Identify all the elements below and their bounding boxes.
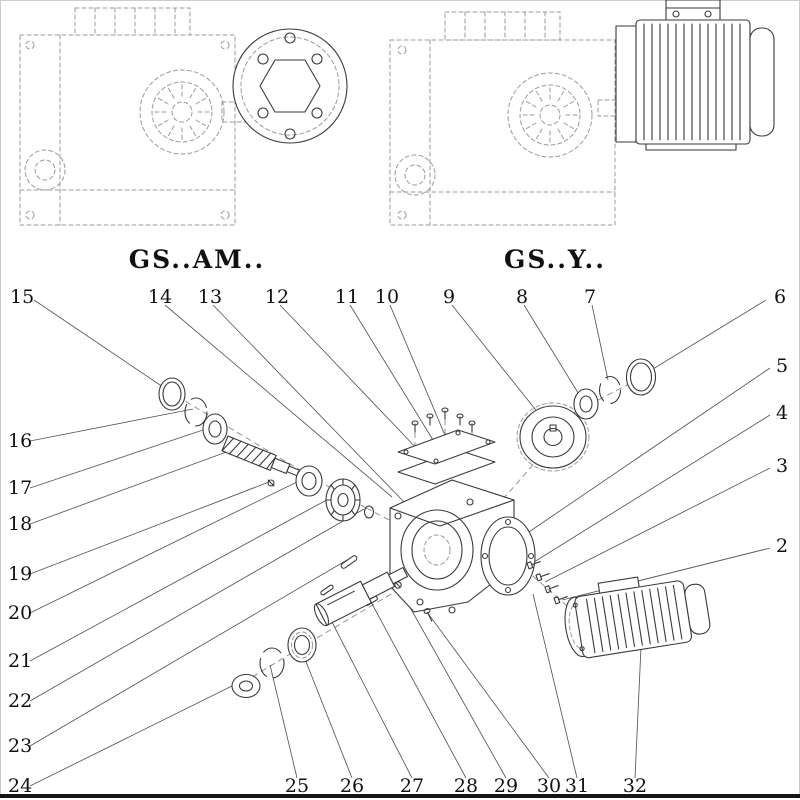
circlip-25 [259,647,285,679]
ring-6 [625,358,657,396]
callout-30: 30 [537,775,561,797]
bearing-26 [287,627,317,663]
output-shaft-27 [313,567,409,627]
motor-32 [564,576,711,659]
callout-29: 29 [494,775,518,797]
callout-6: 6 [774,286,786,308]
callout-26: 26 [340,775,364,797]
worm-shaft-18 [221,435,304,478]
pin-19 [267,479,275,487]
circlip-7 [598,375,622,405]
callout-27: 27 [400,775,424,797]
spacer-ring-22 [363,505,375,519]
bearing-20 [295,465,323,497]
callout-19: 19 [8,563,32,585]
callout-22: 22 [8,690,32,712]
callout-23: 23 [8,735,32,757]
callout-32: 32 [623,775,647,797]
cover-plate-12 [397,429,496,465]
washer-24 [231,673,261,699]
callout-28: 28 [454,775,478,797]
cover-screws-11 [411,407,476,433]
callout-7: 7 [584,286,596,308]
callout-20: 20 [8,602,32,624]
worm-wheel-21 [325,478,361,522]
key-23 [340,555,358,569]
callout-15: 15 [10,286,34,308]
washer-8 [573,388,599,420]
helical-gear-9 [516,402,590,472]
pin-small [320,584,334,596]
callout-18: 18 [8,513,32,535]
gsam-gear-ghost [139,69,225,155]
callout-14: 14 [148,286,172,308]
figure-gsy-label: GS..Y.. [504,245,606,274]
callout-3: 3 [776,455,788,477]
callout-17: 17 [8,477,32,499]
callout-5: 5 [776,355,788,377]
seal-flange-5 [480,516,536,596]
callout-2: 2 [776,535,788,557]
gsam-output-flange [232,28,348,144]
callout-25: 25 [285,775,309,797]
callout-16: 16 [8,430,32,452]
callout-4: 4 [776,402,788,424]
motor-bolts [526,561,568,605]
callout-24: 24 [8,775,32,797]
callout-11: 11 [335,286,359,308]
callout-31: 31 [565,775,589,797]
callout-12: 12 [265,286,289,308]
bearing-17 [202,413,228,445]
callout-9: 9 [443,286,455,308]
figure-gsam-label: GS..AM.. [129,245,265,274]
circlip-16 [184,397,208,427]
retaining-ring-15 [158,377,186,411]
callout-13: 13 [198,286,222,308]
figure-gsy-assembled [389,0,775,226]
callout-10: 10 [375,286,399,308]
callout-leader-lines [29,299,771,787]
figure-gsam-assembled [19,7,348,226]
sheet-bottom-border [0,794,800,798]
callout-21: 21 [8,650,32,672]
gsy-motor [615,0,775,151]
callout-8: 8 [516,286,528,308]
callout-numbers: 15 14 13 12 11 10 9 8 7 6 5 4 3 2 16 17 … [8,286,788,797]
gsy-gear-ghost [507,72,593,158]
screw-30 [423,608,433,622]
